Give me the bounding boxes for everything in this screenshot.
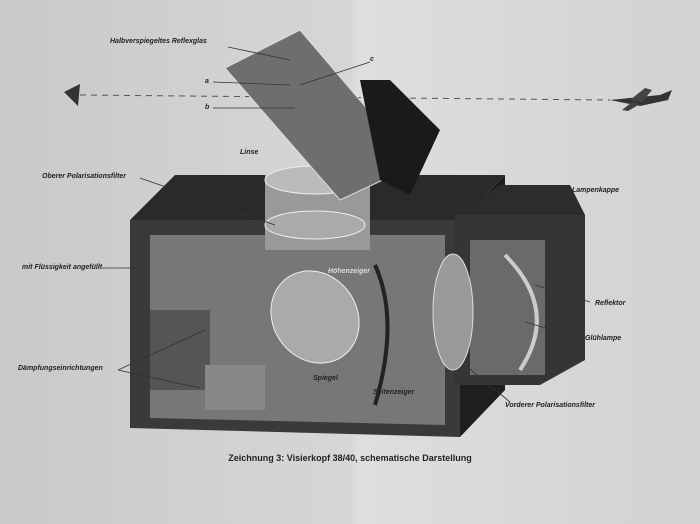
label-reflexglas: Halbverspiegeltes Reflexglas — [110, 38, 207, 45]
airplane-icon — [610, 88, 672, 111]
label-b: b — [205, 104, 210, 111]
label-c: c — [370, 56, 374, 63]
label-a: a — [205, 78, 209, 85]
label-spiegel: Spiegel — [313, 375, 338, 382]
label-seitenzeiger: Seitenzeiger — [373, 389, 415, 396]
eye-icon — [64, 84, 80, 106]
label-lampenkappe: Lampenkappe — [572, 187, 620, 194]
housing — [130, 29, 585, 437]
label-reflektor: Reflektor — [595, 300, 626, 307]
spiegel-mirror — [270, 270, 360, 364]
label-daempfungseinrichtungen: Dämpfungseinrichtungen — [18, 365, 103, 372]
label-hoehenzeiger: Höhenzeiger — [328, 268, 371, 275]
vorderer-filter — [432, 253, 474, 371]
label-linse: Linse — [240, 149, 259, 156]
label-gluehlampe: Glühlampe — [585, 335, 622, 342]
figure-caption: Zeichnung 3: Visierkopf 38/40, schematis… — [228, 453, 472, 463]
label-fluessigkeit: mit Flüssigkeit angefüllt — [22, 264, 103, 271]
label-vorderer-polarisationsfilter: Vorderer Polarisationsfilter — [505, 402, 595, 409]
label-oberer-polarisationsfilter: Oberer Polarisationsfilter — [42, 173, 127, 180]
leader-lines — [102, 46, 591, 403]
